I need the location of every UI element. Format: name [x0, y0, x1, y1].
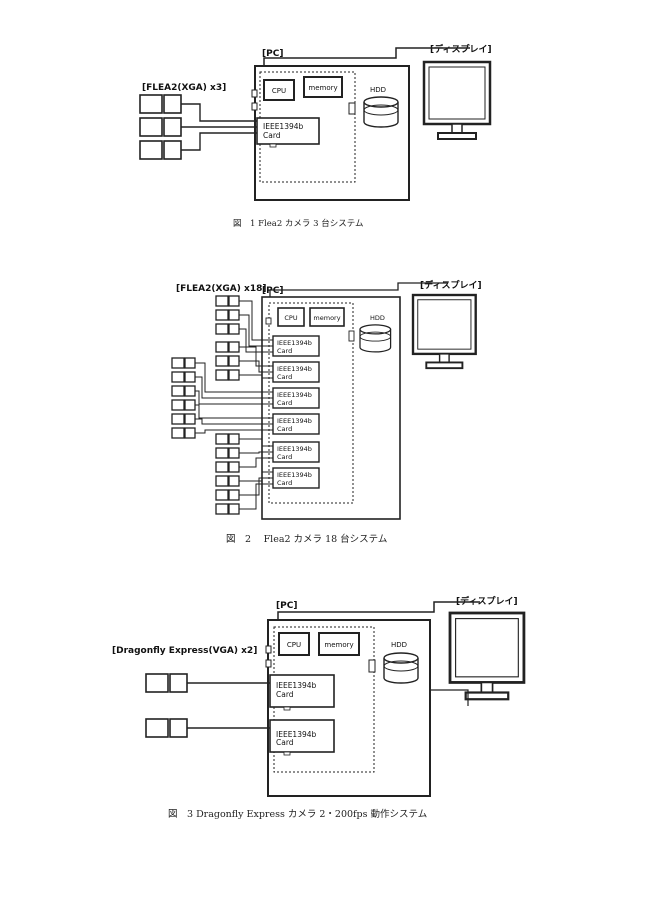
- camera-icon: [215, 355, 240, 367]
- card-label: Card: [276, 738, 294, 747]
- card-label: IEEE1394b: [277, 445, 312, 453]
- hdd-icon: [359, 324, 392, 353]
- camera-label: [FLEA2(XGA) x3]: [142, 83, 226, 93]
- figure-caption: 図 1 Flea2 カメラ 3 台システム: [233, 218, 364, 229]
- display-monitor-icon: [448, 611, 526, 701]
- memory-label: memory: [308, 84, 337, 92]
- camera-icon: [171, 357, 196, 369]
- camera-icon: [215, 461, 240, 473]
- figure-1: [PC] [ディスプレイ] [FLEA2(XGA) x3] CPU memory…: [139, 43, 492, 229]
- card-label: Card: [263, 131, 281, 140]
- camera-icon: [171, 371, 196, 383]
- card-label: Card: [277, 347, 292, 355]
- card-label: IEEE1394b: [276, 730, 317, 739]
- ieee1394b-card: [269, 719, 335, 753]
- card-label: Card: [277, 479, 292, 487]
- hdd-icon: [363, 96, 399, 128]
- motherboard-outline: [259, 71, 356, 183]
- card-label: Card: [276, 690, 294, 699]
- cpu-label: CPU: [284, 314, 297, 322]
- ieee1394b-card: [256, 117, 320, 145]
- card-label: IEEE1394b: [277, 365, 312, 373]
- figure-3: [PC] [ディスプレイ] [Dragonfly Express(VGA) x2…: [112, 595, 526, 820]
- ieee1394b-card: [269, 674, 335, 708]
- pc-label: [PC]: [276, 601, 297, 611]
- card-label: IEEE1394b: [276, 681, 317, 690]
- memory-box: [318, 632, 360, 656]
- card-stack: IEEE1394b Card IEEE1394b Card IEEE1394b …: [272, 335, 320, 489]
- camera-icon: [215, 489, 240, 501]
- cpu-label: CPU: [287, 641, 301, 649]
- figure-caption: 図 2 Flea2 カメラ 18 台システム: [226, 533, 387, 545]
- pc-box: [267, 619, 431, 797]
- motherboard-outline: [268, 302, 354, 504]
- cpu-box: [277, 307, 305, 327]
- hdd-label: HDD: [370, 86, 386, 94]
- camera-array: [171, 295, 240, 515]
- camera-icon: [145, 673, 188, 693]
- display-label: [ディスプレイ]: [420, 279, 482, 291]
- camera-icon: [215, 475, 240, 487]
- memory-box: [303, 76, 343, 98]
- cpu-label: CPU: [272, 87, 286, 95]
- hdd-label: HDD: [391, 641, 407, 649]
- display-label: [ディスプレイ]: [456, 595, 518, 607]
- camera-icon: [215, 369, 240, 381]
- camera-icon: [215, 341, 240, 353]
- pc-label: [PC]: [262, 286, 283, 296]
- card-label: IEEE1394b: [277, 417, 312, 425]
- card-label: Card: [277, 453, 292, 461]
- camera-icon: [139, 94, 182, 114]
- memory-box: [309, 307, 345, 327]
- card-label: IEEE1394b: [277, 471, 312, 479]
- camera-icon: [145, 718, 188, 738]
- memory-label: memory: [324, 641, 353, 649]
- figure-caption: 図 3 Dragonfly Express カメラ 2・200fps 動作システ…: [168, 808, 427, 820]
- display-monitor-icon: [422, 60, 492, 141]
- card-label: Card: [277, 425, 292, 433]
- camera-icon: [215, 309, 240, 321]
- camera-icon: [215, 433, 240, 445]
- hdd-label: HDD: [370, 314, 385, 322]
- camera-icon: [215, 323, 240, 335]
- camera-label: [FLEA2(XGA) x18]: [176, 284, 266, 294]
- cpu-box: [263, 79, 295, 101]
- camera-icon: [215, 447, 240, 459]
- camera-icon: [139, 140, 182, 160]
- camera-icon: [171, 427, 196, 439]
- camera-icon: [171, 399, 196, 411]
- camera-label: [Dragonfly Express(VGA) x2]: [112, 646, 257, 656]
- card-label: IEEE1394b: [263, 122, 304, 131]
- display-label: [ディスプレイ]: [430, 43, 492, 55]
- figure-2: [FLEA2(XGA) x18] [PC] [ディスプレイ] CPU memor…: [171, 279, 482, 545]
- camera-icon: [215, 503, 240, 515]
- card-label: IEEE1394b: [277, 391, 312, 399]
- card-label: IEEE1394b: [277, 339, 312, 347]
- pc-label: [PC]: [262, 49, 283, 59]
- card-label: Card: [277, 373, 292, 381]
- camera-icon: [215, 295, 240, 307]
- camera-icon: [171, 385, 196, 397]
- memory-label: memory: [313, 314, 340, 322]
- display-monitor-icon: [411, 293, 477, 370]
- pc-box: [261, 296, 401, 520]
- camera-icon: [139, 117, 182, 137]
- camera-icon: [171, 413, 196, 425]
- card-label: Card: [277, 399, 292, 407]
- hdd-icon: [383, 652, 419, 684]
- cpu-box: [278, 632, 310, 656]
- cable-bundle: [195, 300, 273, 510]
